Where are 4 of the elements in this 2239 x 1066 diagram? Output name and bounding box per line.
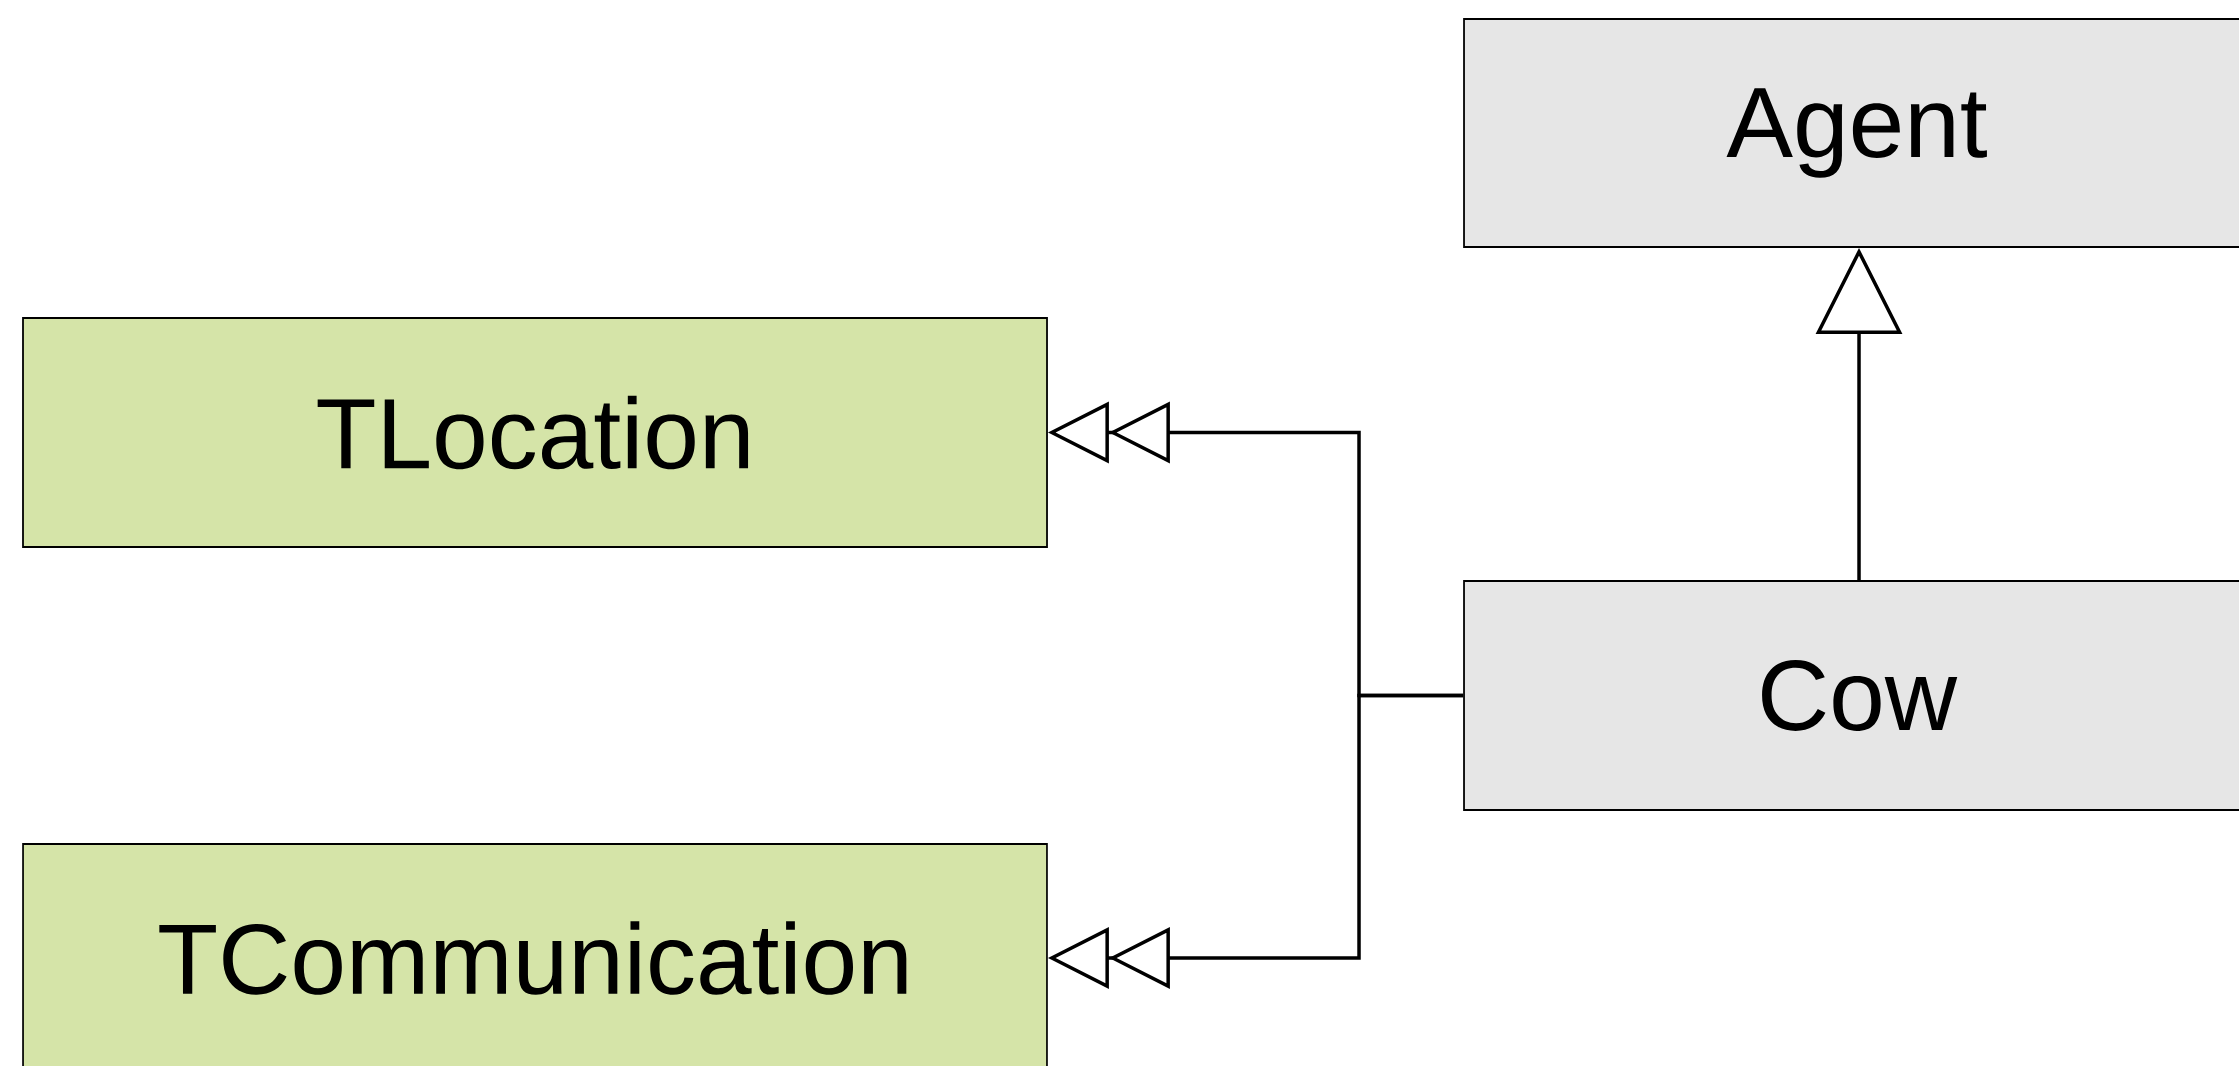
class-box: TLocation [22,317,1048,548]
class-box: Agent [1463,18,2239,248]
class-box: Cow [1463,580,2239,811]
class-box: TCommunication [22,843,1048,1066]
